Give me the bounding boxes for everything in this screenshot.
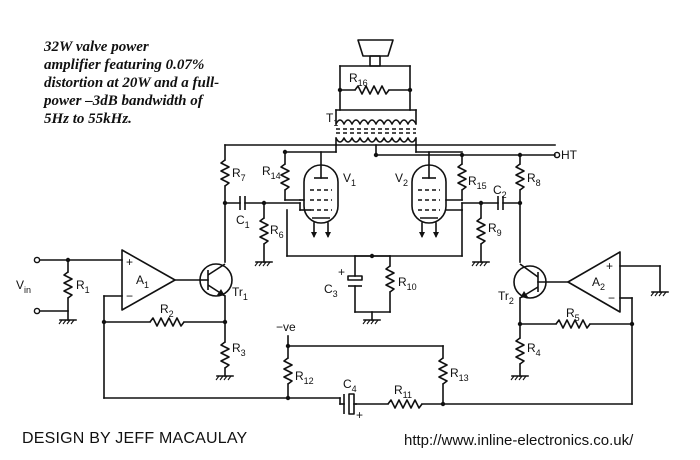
- label-ht: HT: [561, 148, 578, 162]
- label-c2: C2: [493, 183, 507, 200]
- resistor-r1: [58, 259, 77, 325]
- label-v1: V1: [343, 171, 356, 188]
- label-r2: R2: [160, 302, 174, 319]
- resistor-r6: [254, 202, 273, 267]
- label-r5: R5: [566, 306, 580, 323]
- caption-line: distortion at 20W and a full-: [44, 75, 220, 91]
- resistor-r11: [387, 399, 423, 409]
- label-r14: R14: [262, 164, 281, 181]
- transistor-tr2: [513, 263, 569, 339]
- label-r12: R12: [295, 369, 314, 386]
- label-r6: R6: [270, 223, 284, 240]
- label-tr2: Tr2: [498, 289, 514, 306]
- label-r15: R15: [468, 174, 487, 191]
- label-r7: R7: [232, 166, 246, 183]
- label-r8: R8: [527, 171, 541, 188]
- label-c1: C1: [236, 213, 250, 230]
- designer-credit: DESIGN BY JEFF MACAULAY: [22, 430, 248, 447]
- label-c4: C4: [343, 377, 357, 394]
- input-terminals: [33, 256, 123, 315]
- caption-line: 5Hz to 55kHz.: [44, 111, 132, 127]
- resistor-r3: [215, 341, 234, 381]
- output-transformer-t1: [335, 109, 417, 146]
- label-a2: A2: [592, 275, 605, 292]
- valve-v1: [299, 151, 339, 238]
- resistor-r5: [519, 319, 633, 329]
- loudspeaker: [339, 39, 411, 91]
- capacitor-c1: [224, 196, 311, 211]
- label-c4-plus: +: [356, 408, 363, 422]
- resistor-r15: [457, 154, 467, 201]
- resistor-r4: [510, 337, 529, 381]
- label-a1: A1: [136, 273, 149, 290]
- label-tr1: Tr1: [232, 285, 248, 302]
- label-r11: R11: [394, 383, 412, 400]
- label-a1-plus: +: [126, 255, 133, 269]
- bottom-bus: [103, 395, 633, 407]
- resistor-r12: [283, 345, 293, 399]
- caption-line: 32W valve power: [44, 39, 149, 55]
- resistor-r10: [354, 255, 395, 325]
- ht-rail: [224, 144, 561, 161]
- label-r16: R16: [349, 71, 368, 88]
- caption-line: amplifier featuring 0.07%: [44, 57, 205, 73]
- label-v2: V2: [395, 171, 408, 188]
- label-neg-ve: −ve: [276, 320, 296, 334]
- label-vin: Vin: [16, 278, 31, 295]
- negative-supply-rail: [285, 335, 444, 349]
- label-t1: T1: [326, 111, 338, 128]
- transistor-tr1: [199, 263, 233, 343]
- label-c3: C3: [324, 282, 338, 299]
- resistor-r7: [220, 159, 230, 263]
- resistor-r13: [438, 345, 448, 405]
- label-a2-minus: −: [608, 291, 615, 305]
- op-amp-a2: [567, 251, 669, 405]
- resistor-r9: [471, 202, 490, 267]
- caption-line: power –3dB bandwidth of: [44, 93, 203, 109]
- label-a1-minus: −: [126, 289, 133, 303]
- resistor-r16: [337, 85, 413, 111]
- resistor-r2: [101, 317, 226, 327]
- label-r3: R3: [232, 341, 246, 358]
- capacitor-c2: [445, 196, 521, 211]
- source-url: http://www.inline-electronics.co.uk/: [404, 432, 634, 449]
- label-r4: R4: [527, 341, 541, 358]
- capacitor-c3: [347, 255, 391, 313]
- capacitor-c4: [339, 393, 357, 415]
- valve-v2: [411, 151, 463, 238]
- label-r10: R10: [398, 275, 417, 292]
- label-c3-plus: +: [338, 265, 345, 279]
- label-r9: R9: [488, 221, 502, 238]
- resistor-r14: [280, 151, 301, 201]
- op-amp-a1: [103, 249, 201, 399]
- resistor-r8: [515, 154, 525, 263]
- schematic-caption: 32W valve power amplifier featuring 0.07…: [44, 38, 274, 128]
- label-r13: R13: [450, 366, 469, 383]
- label-a2-plus: +: [606, 259, 613, 273]
- label-r1: R1: [76, 278, 90, 295]
